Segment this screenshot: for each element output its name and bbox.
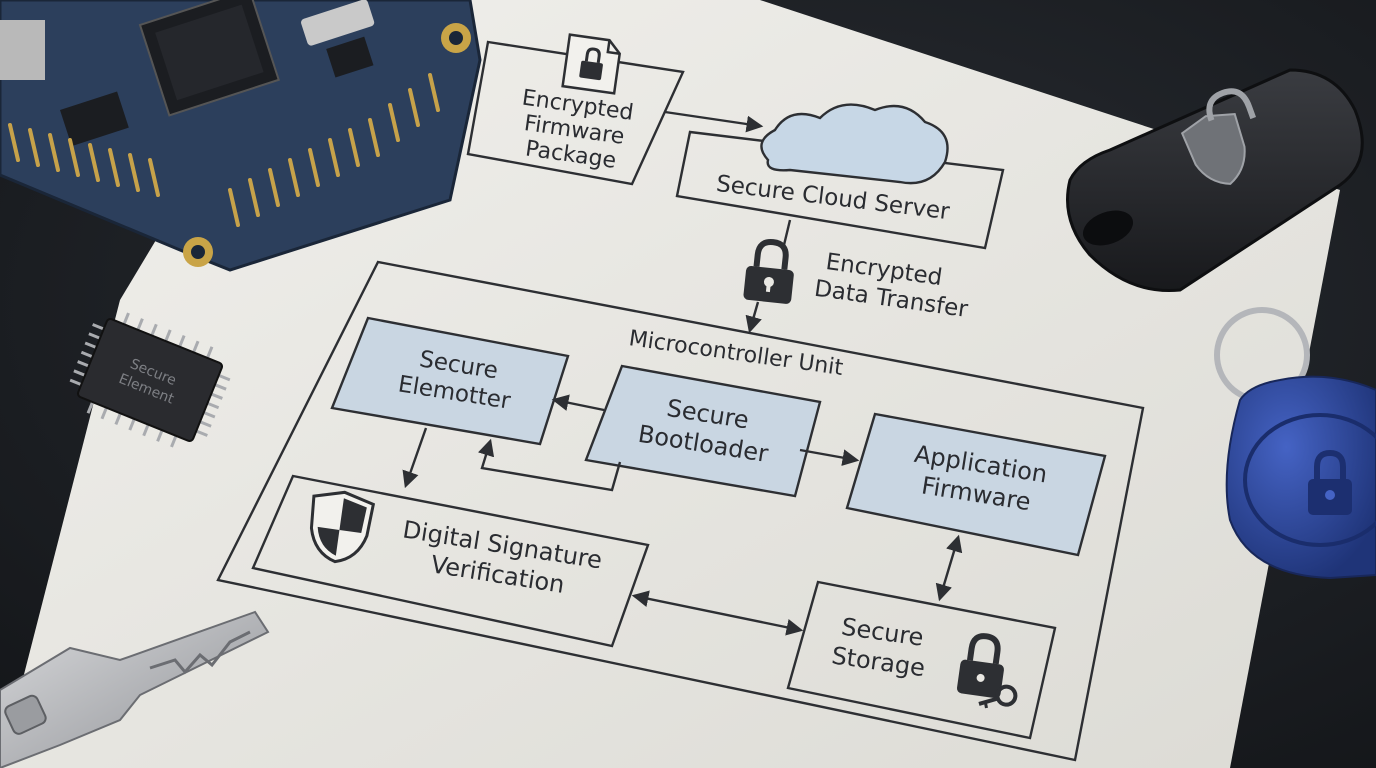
cloud-icon bbox=[760, 103, 949, 185]
fob-shield-padlock-icon bbox=[1180, 88, 1257, 185]
secure-element-chip: Secure Element bbox=[69, 312, 231, 448]
rfid-tag bbox=[1214, 307, 1376, 580]
connector-cloud-to-lock bbox=[782, 219, 792, 246]
circuit-board bbox=[0, 0, 482, 272]
storage-padlock-key-icon bbox=[956, 633, 1018, 709]
secure-element-node: Secure Elemotter bbox=[330, 316, 570, 446]
key-fob bbox=[1066, 68, 1364, 293]
transfer-padlock-icon bbox=[743, 239, 794, 304]
arrow-element-to-signature bbox=[402, 427, 428, 489]
bootloader-node: Secure Bootloader bbox=[584, 364, 822, 498]
arrow-bootloader-to-element bbox=[551, 394, 605, 412]
arrow-bootloader-loop-to-element bbox=[478, 438, 622, 492]
signature-shield-icon bbox=[309, 490, 376, 564]
arrow-transfer-to-mcu bbox=[745, 301, 762, 334]
arrow-app-storage bbox=[935, 534, 963, 602]
arrow-signature-storage bbox=[631, 590, 804, 636]
metal-key bbox=[0, 610, 270, 768]
app-firmware-node: Application Firmware bbox=[845, 412, 1107, 557]
arrow-package-to-cloud bbox=[664, 110, 764, 133]
padlock-document-icon bbox=[561, 33, 622, 95]
arrow-bootloader-to-app bbox=[799, 448, 860, 466]
tag-padlock-icon bbox=[1308, 449, 1352, 515]
storage-node: Secure Storage bbox=[786, 580, 1057, 740]
firmware-package-node: Encrypted Firmware Package bbox=[466, 33, 685, 186]
